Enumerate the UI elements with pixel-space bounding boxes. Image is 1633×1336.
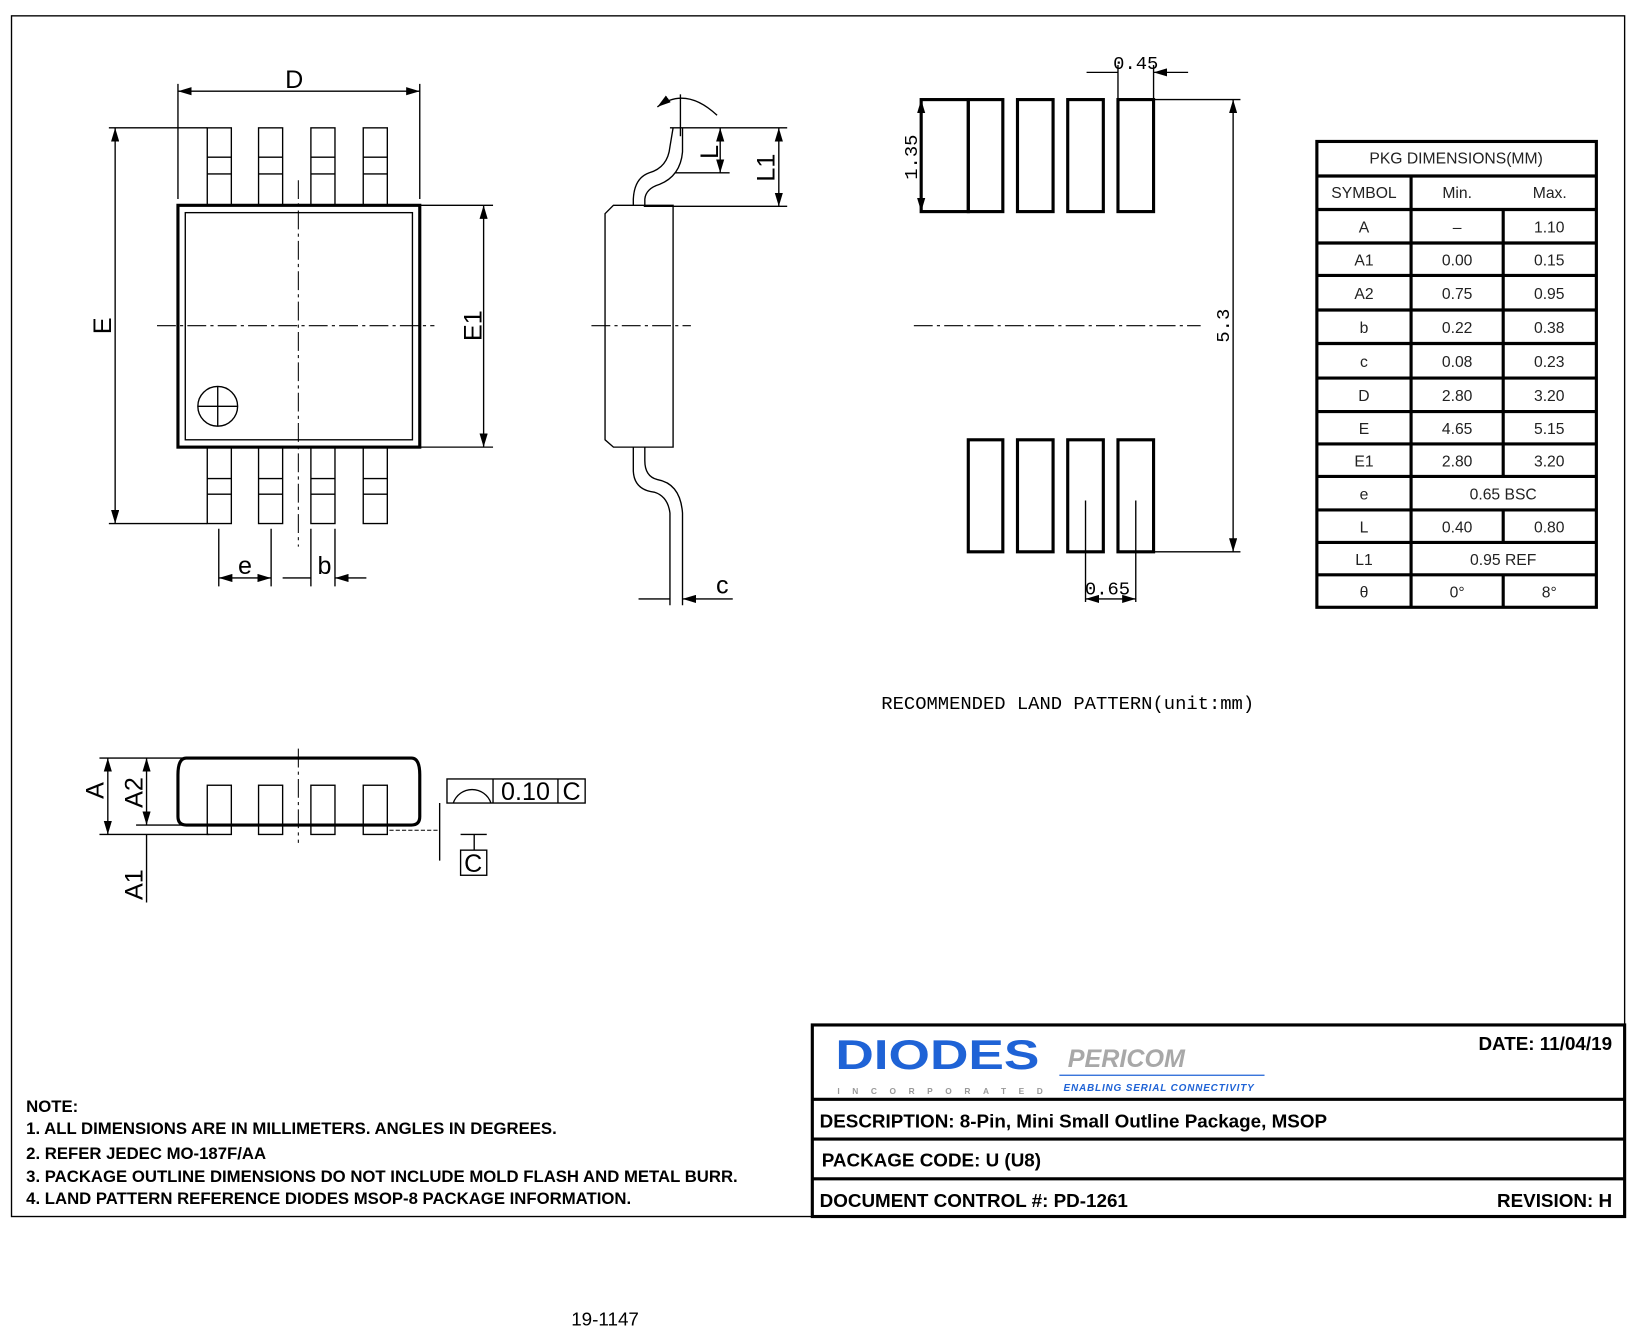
table-cell-max: 3.20: [1534, 453, 1565, 470]
table-title: PKG DIMENSIONS(MM): [1369, 150, 1542, 167]
dim-label-c: c: [716, 572, 729, 600]
table-cell-span: 0.95 REF: [1470, 552, 1536, 569]
note-item: 3. PACKAGE OUTLINE DIMENSIONS DO NOT INC…: [26, 1167, 738, 1186]
table-cell-max: 5.15: [1534, 421, 1565, 438]
page-number: 19-1147: [571, 1308, 639, 1329]
table-cell-max: 0.15: [1534, 253, 1565, 270]
table-cell-min: 0.75: [1442, 286, 1473, 303]
side-view: L1 L c: [591, 94, 788, 605]
package-code: PACKAGE CODE: U (U8): [822, 1149, 1041, 1170]
table-cell-min: 2.80: [1442, 388, 1473, 405]
pericom-logo: PERICOM ENABLING SERIAL CONNECTIVITY: [1059, 1045, 1265, 1094]
dim-label-5-3: 5.3: [1213, 309, 1235, 343]
table-cell-symbol: A1: [1354, 253, 1373, 270]
dim-label-L1: L1: [753, 154, 781, 182]
table-cell-max: 0.80: [1534, 519, 1565, 536]
diodes-logo: DIODES INCORPORATED: [835, 1031, 1055, 1096]
dim-label-E1: E1: [460, 310, 488, 341]
dim-label-A1: A1: [120, 869, 148, 900]
table-cell-symbol: L: [1360, 519, 1369, 536]
dim-label-A: A: [82, 782, 110, 799]
notes: NOTE: 1. ALL DIMENSIONS ARE IN MILLIMETE…: [26, 1097, 738, 1208]
table-cell-symbol: e: [1360, 486, 1369, 503]
land-pattern: 0.45 1.35 5.3 0.65 RECOMMENDED LAND PATT…: [881, 53, 1254, 715]
dim-label-E: E: [89, 317, 117, 334]
table-cell-min: 0°: [1450, 584, 1465, 601]
table-cell-max: 1.10: [1534, 220, 1565, 237]
dimensions-table: PKG DIMENSIONS(MM) SYMBOL Min. Max. A – 1.10A…: [1315, 139, 1598, 609]
pericom-logo-text: PERICOM: [1068, 1045, 1186, 1073]
dim-label-A2: A2: [120, 777, 148, 808]
table-cell-span: 0.65 BSC: [1470, 486, 1537, 503]
title-block: DIODES INCORPORATED PERICOM ENABLING SER…: [810, 1023, 1627, 1219]
diodes-logo-text: DIODES: [835, 1031, 1039, 1078]
document-control: DOCUMENT CONTROL #: PD-1261: [820, 1190, 1128, 1211]
table-cell-symbol: L1: [1355, 552, 1372, 569]
table-header: Max.: [1533, 185, 1567, 202]
note-item: 2. REFER JEDEC MO-187F/AA: [26, 1144, 266, 1163]
table-cell-min: 2.80: [1442, 453, 1473, 470]
table-cell-symbol: A2: [1354, 286, 1373, 303]
table-cell-max: 3.20: [1534, 388, 1565, 405]
table-cell-min: –: [1453, 220, 1462, 237]
table-cell-symbol: D: [1358, 388, 1369, 405]
dim-label-D: D: [285, 66, 303, 94]
table-cell-symbol: E: [1359, 421, 1369, 438]
dim-label-0-45: 0.45: [1113, 53, 1158, 75]
table-cell-min: 4.65: [1442, 421, 1473, 438]
notes-heading: NOTE:: [26, 1097, 78, 1116]
table-header: SYMBOL: [1331, 185, 1397, 202]
dim-label-e: e: [238, 552, 252, 580]
front-view: A A2 A1 0.10 C C: [82, 748, 586, 903]
top-view: D E E1 e b: [89, 66, 494, 586]
table-cell-max: 0.38: [1534, 320, 1565, 337]
table-cell-max: 0.23: [1534, 354, 1565, 371]
dim-label-b: b: [318, 552, 332, 580]
land-pattern-caption: RECOMMENDED LAND PATTERN(unit:mm): [881, 693, 1254, 715]
date: DATE: 11/04/19: [1478, 1033, 1612, 1054]
pericom-tagline: ENABLING SERIAL CONNECTIVITY: [1064, 1083, 1256, 1094]
datum-label: C: [464, 850, 482, 878]
table-cell-min: 0.40: [1442, 519, 1473, 536]
revision: REVISION: H: [1497, 1190, 1612, 1211]
table-cell-symbol: b: [1360, 320, 1369, 337]
table-cell-min: 0.22: [1442, 320, 1473, 337]
table-cell-symbol: c: [1360, 354, 1368, 371]
table-cell-min: 0.00: [1442, 253, 1473, 270]
table-cell-symbol: E1: [1354, 453, 1373, 470]
dim-label-1-35: 1.35: [901, 135, 923, 180]
table-cell-min: 0.08: [1442, 354, 1473, 371]
diodes-logo-subtext: INCORPORATED: [837, 1086, 1055, 1096]
table-cell-symbol: A: [1359, 220, 1370, 237]
note-item: 1. ALL DIMENSIONS ARE IN MILLIMETERS. AN…: [26, 1119, 557, 1138]
table-cell-max: 0.95: [1534, 286, 1565, 303]
table-header: Min.: [1442, 185, 1472, 202]
table-cell-symbol: θ: [1360, 584, 1369, 601]
flatness-datum: C: [562, 778, 580, 806]
table-cell-max: 8°: [1542, 584, 1557, 601]
description: DESCRIPTION: 8-Pin, Mini Small Outline P…: [820, 1111, 1327, 1132]
note-item: 4. LAND PATTERN REFERENCE DIODES MSOP-8 …: [26, 1189, 631, 1208]
dim-label-L: L: [696, 145, 724, 159]
flatness-value: 0.10: [501, 778, 550, 806]
dim-label-0-65: 0.65: [1085, 579, 1130, 601]
